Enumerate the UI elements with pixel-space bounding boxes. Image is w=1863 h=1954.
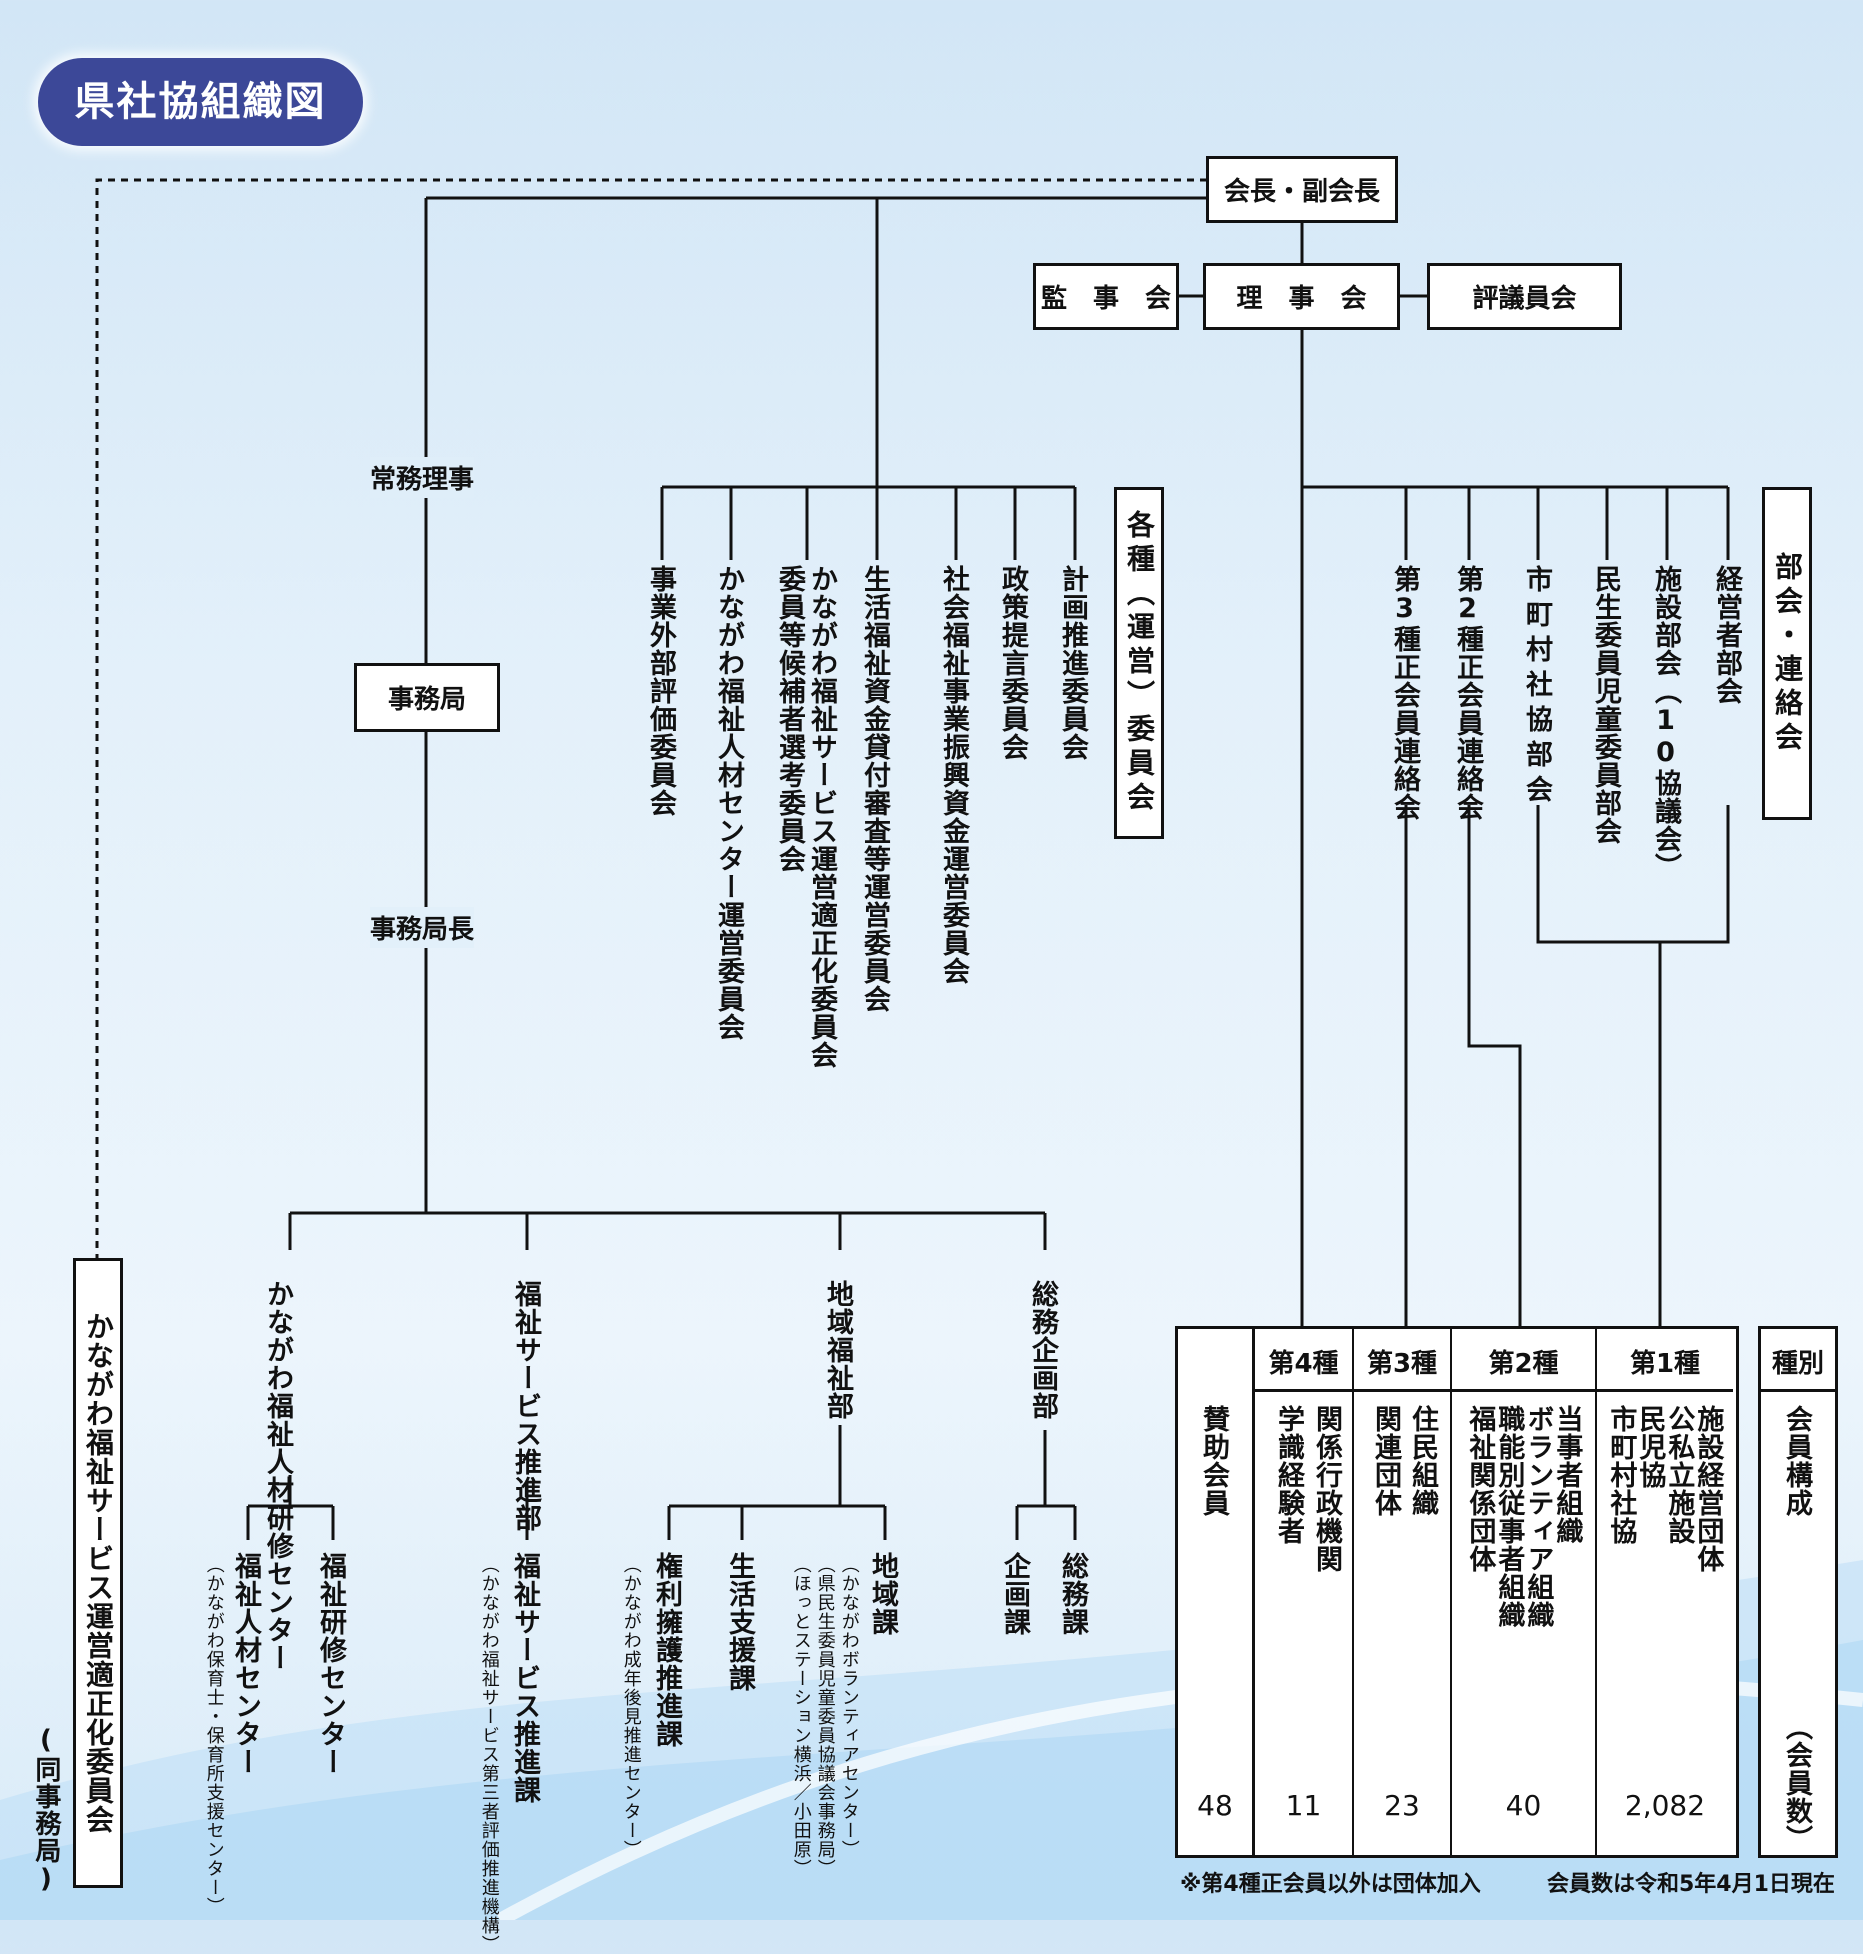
member-type: 関係行政機関 [1311,1405,1343,1573]
auditors-box: 監 事 会 [1033,263,1179,330]
unit-hr-center-note: （かながわ保育士・保育所支援センター） [203,1555,225,1916]
member-type: 住民組織 [1407,1405,1439,1517]
committee-item: 委員等候補者選考委員会 [774,565,806,873]
section-item: 市町村社協部会 [1521,565,1553,810]
member-col-header: 第1種 [1629,1349,1701,1379]
section-item: 経営者部会 [1711,565,1743,705]
supporting-members-label: 賛助会員 [1198,1405,1230,1517]
unit-regional-note-2: （県民生委員児童委員協議会事務局） [814,1555,836,1878]
member-count: 2,082 [1624,1789,1706,1822]
type-header: 種別 [1771,1349,1824,1379]
side-committee-note: (同事務局) [30,1725,61,1895]
supporting-members-box: 賛助会員 48 [1175,1326,1255,1858]
member-table: 第4種 関係行政機関 学識経験者 11 第3種 住民組織 関連団体 23 第2種… [1255,1326,1739,1858]
member-type: 公私立施設 [1663,1405,1695,1545]
type-label: 会員構成 [1781,1405,1813,1517]
board-box: 理 事 会 [1203,263,1400,330]
member-type-column: 種別 会員構成 （会員数） [1758,1326,1838,1858]
type-count-label: （会員数） [1781,1713,1813,1853]
member-col-2: 第2種 当事者組織 ボランティア組織 職能別従事者組織 福祉関係団体 40 [1452,1329,1597,1855]
section-item: 民生委員児童委員部会 [1590,565,1622,845]
member-type: 施設経営団体 [1692,1405,1724,1573]
unit-hr-center: 福祉人材センター [230,1552,262,1776]
unit-regional-note-3: （ほっとステーション横浜／小田原） [790,1555,812,1878]
committee-item: 事業外部評価委員会 [645,565,677,817]
member-type: ボランティア組織 [1522,1405,1554,1629]
member-col-header: 第3種 [1366,1349,1438,1379]
unit-rights-advocacy-note: （かながわ成年後見推進センター） [620,1555,642,1859]
dept-general-affairs: 総務企画部 [1027,1280,1059,1420]
committee-item: 政策提言委員会 [997,565,1029,761]
member-count: 11 [1285,1789,1322,1822]
secretary-general-label: 事務局長 [370,907,475,948]
dept-human-resources: かながわ福祉人材研修センター [262,1280,294,1672]
section-item: 第3種正会員連絡会 [1389,565,1421,821]
member-col-1: 第1種 施設経営団体 公私立施設 民児協 市町村社協 2,082 [1597,1329,1733,1855]
footnote-left: ※第4種正会員以外は団体加入 [1180,1872,1481,1897]
member-col-header: 第2種 [1488,1349,1559,1379]
supporting-members-count: 48 [1197,1789,1233,1822]
member-col-4: 第4種 関係行政機関 学識経験者 11 [1255,1329,1354,1855]
unit-service-promotion-note: （かながわ福祉サービス第三者評価推進機構） [478,1555,500,1954]
member-col-header: 第4種 [1268,1349,1339,1379]
managing-director-label: 常務理事 [370,457,475,498]
dept-service-promotion: 福祉サービス推進部 [510,1280,542,1532]
member-type: 福祉関係団体 [1464,1405,1496,1573]
section-item: 施設部会（10協議会） [1650,565,1682,881]
side-committee-box: かながわ福祉サービス運営適正化委員会 [73,1258,123,1888]
committee-item: かながわ福祉人材センター運営委員会 [713,565,745,1041]
member-type: 職能別従事者組織 [1493,1405,1525,1629]
unit-regional-note-1: （かながわボランティアセンター） [838,1555,860,1859]
member-type: 市町村社協 [1605,1405,1637,1545]
footnote-right: 会員数は令和5年4月1日現在 [1547,1872,1835,1897]
committee-item: 社会福祉事業振興資金運営委員会 [938,565,970,985]
member-count: 40 [1505,1789,1542,1822]
committee-item: かながわ福祉サービス運営適正化委員会 [806,565,838,1069]
committee-item: 計画推進委員会 [1057,565,1089,761]
member-type: 関連団体 [1370,1405,1402,1517]
unit-rights-advocacy: 権利擁護推進課 [651,1552,683,1748]
member-type: 当事者組織 [1551,1405,1583,1545]
unit-life-support: 生活支援課 [724,1552,756,1692]
secretariat-box: 事務局 [354,663,500,732]
member-col-3: 第3種 住民組織 関連団体 23 [1354,1329,1452,1855]
dept-regional-welfare: 地域福祉部 [822,1280,854,1420]
member-type: 学識経験者 [1273,1405,1305,1545]
unit-training-center: 福祉研修センター [315,1552,347,1776]
section-item: 第2種正会員連絡会 [1452,565,1484,821]
unit-general-affairs: 総務課 [1057,1552,1089,1636]
unit-planning: 企画課 [999,1552,1031,1636]
sections-heading: 部会・連絡会 [1762,487,1812,820]
member-type: 民児協 [1634,1405,1666,1489]
committees-heading: 各種（運営）委員会 [1114,487,1164,839]
page-title: 県社協組織図 [38,58,363,146]
member-count: 23 [1384,1789,1420,1822]
councilors-box: 評議員会 [1427,263,1622,330]
unit-service-promotion: 福祉サービス推進課 [509,1552,541,1804]
committee-item: 生活福祉資金貸付審査等運営委員会 [859,565,891,1013]
unit-regional: 地域課 [867,1552,899,1636]
president-box: 会長・副会長 [1206,156,1398,223]
